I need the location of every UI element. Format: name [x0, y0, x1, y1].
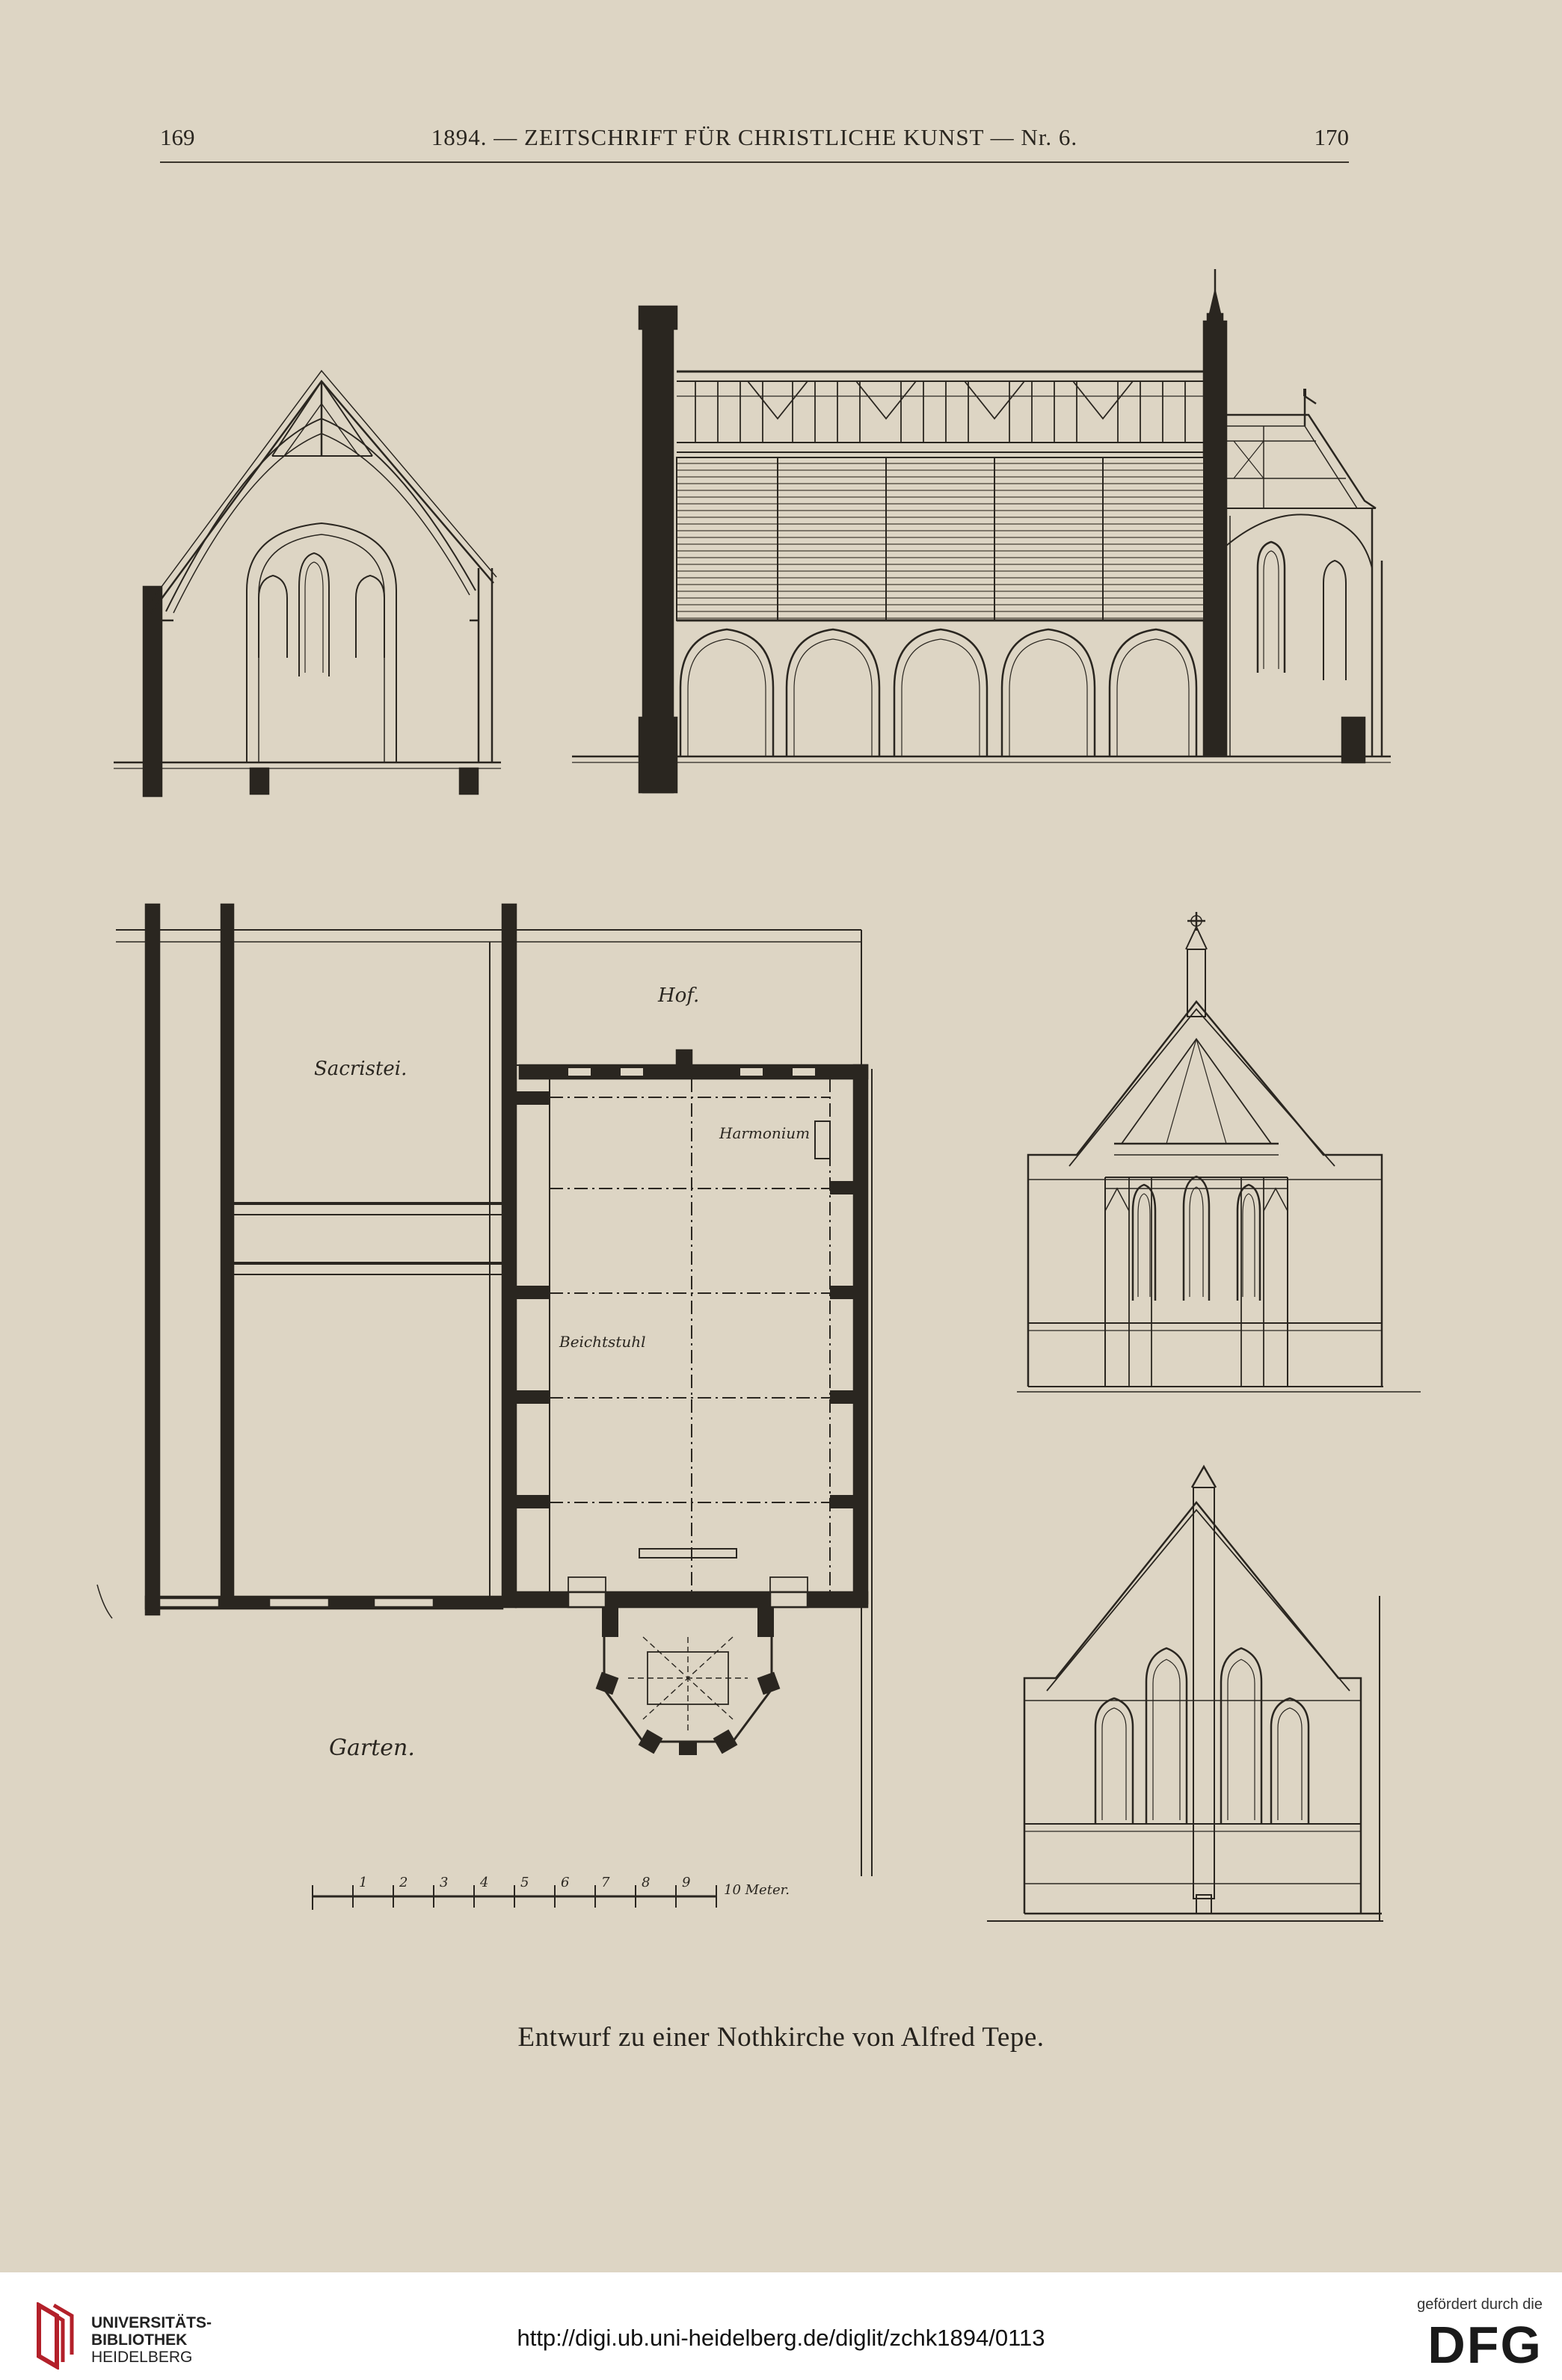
scale-tick-label: 5 — [520, 1875, 529, 1890]
label-sacristei: Sacristei. — [314, 1058, 407, 1080]
library-line: HEIDELBERG — [91, 2349, 193, 2366]
scale-tick-label: 2 — [399, 1875, 408, 1890]
library-line: UNIVERSITÄTS- — [91, 2314, 212, 2331]
page-number-left: 169 — [160, 124, 195, 150]
front-elevation-drawing — [987, 1464, 1383, 1922]
scale-tick-label: 7 — [601, 1875, 610, 1890]
library-logo-icon — [37, 2302, 74, 2370]
scanned-page: 169 1894. — ZEITSCHRIFT FÜR CHRISTLICHE … — [96, 124, 1421, 2053]
label-hof: Hof. — [657, 984, 699, 1007]
library-name: UNIVERSITÄTS- BIBLIOTHEK HEIDELBERG — [91, 2314, 212, 2366]
longitudinal-section-drawing — [572, 269, 1391, 794]
scale-tick-label: 6 — [561, 1875, 569, 1890]
label-garten: Garten. — [329, 1735, 415, 1761]
floor-plan-drawing — [96, 903, 873, 1876]
dfg-logo: DFG — [1427, 2316, 1543, 2374]
scale-tick-label: 4 — [479, 1875, 488, 1890]
digitization-footer: UNIVERSITÄTS- BIBLIOTHEK HEIDELBERG http… — [0, 2272, 1562, 2380]
label-beichtstuhl: Beichtstuhl — [559, 1333, 646, 1351]
apse-elevation-drawing — [1017, 912, 1421, 1393]
running-title: 1894. — ZEITSCHRIFT FÜR CHRISTLICHE KUNS… — [431, 124, 1078, 150]
label-harmonium: Harmonium — [719, 1124, 810, 1142]
scale-tick-label: 1 — [359, 1875, 367, 1890]
figure-caption: Entwurf zu einer Nothkirche von Alfred T… — [517, 2022, 1045, 2053]
scale-bar — [312, 1885, 717, 1910]
plan-labels: Hof. Sacristei. Harmonium Beichtstuhl Ga… — [314, 984, 810, 1898]
page-number-right: 170 — [1314, 124, 1350, 150]
scale-tick-labels: 1 2 3 4 5 6 7 8 9 — [359, 1875, 690, 1890]
sponsor-label: gefördert durch die — [1417, 2296, 1543, 2313]
scale-tick-label: 3 — [440, 1875, 448, 1890]
architectural-drawings: Hof. Sacristei. Harmonium Beichtstuhl Ga… — [96, 269, 1421, 1922]
running-header: 169 1894. — ZEITSCHRIFT FÜR CHRISTLICHE … — [160, 124, 1349, 161]
permalink-url[interactable]: http://digi.ub.uni-heidelberg.de/diglit/… — [517, 2325, 1045, 2351]
header-rule — [160, 161, 1349, 163]
cross-section-drawing — [114, 369, 501, 798]
scale-tick-label: 8 — [642, 1875, 650, 1890]
library-line: BIBLIOTHEK — [91, 2331, 188, 2349]
label-scale-unit: 10 Meter. — [724, 1882, 790, 1898]
scale-tick-label: 9 — [682, 1875, 690, 1890]
